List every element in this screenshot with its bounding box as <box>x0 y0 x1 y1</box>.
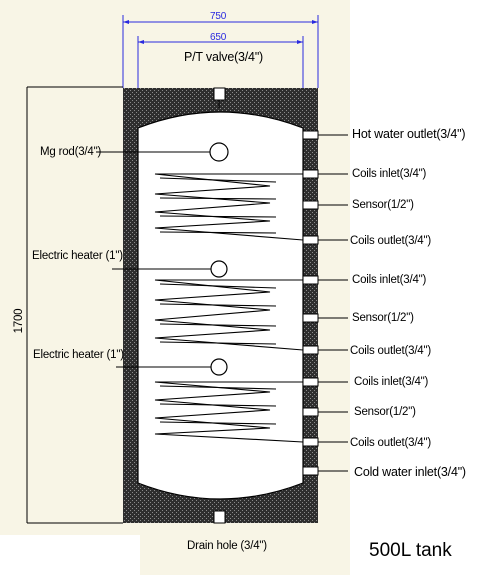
coil-2 <box>154 279 304 351</box>
hot-water-outlet-label: Hot water outlet(3/4") <box>352 127 466 141</box>
sensor-3-label: Sensor(1/2") <box>354 406 416 418</box>
pt-valve-fitting <box>213 87 226 101</box>
right-fittings <box>302 130 319 476</box>
coils-outlet-1-label: Coils outlet(3/4") <box>350 235 432 247</box>
pt-valve-label: P/T valve(3/4") <box>184 50 264 64</box>
dimension-1700-line <box>26 86 123 524</box>
dimension-lines <box>122 15 319 88</box>
coils-outlet-3-label: Coils outlet(3/4") <box>350 437 432 449</box>
coil-1 <box>154 173 304 241</box>
sensor-1-label: Sensor(1/2") <box>352 199 414 211</box>
electric-heater-1-label: Electric heater (1") <box>32 250 123 262</box>
coil-3 <box>154 381 304 443</box>
cold-water-inlet-label: Cold water inlet(3/4") <box>354 465 466 479</box>
tank-caption: 500L tank <box>369 540 452 561</box>
mg-rod-port <box>209 142 229 162</box>
electric-heater-2-label: Electric heater (1") <box>33 349 124 361</box>
coils-inlet-3-label: Coils inlet(3/4") <box>354 376 429 388</box>
dimension-1700-label: 1700 <box>13 308 25 334</box>
coils-inlet-1-label: Coils inlet(3/4") <box>352 168 427 180</box>
drain-hole-label: Drain hole (3/4") <box>187 540 267 552</box>
drain-fitting <box>213 510 226 524</box>
drawing-background-cutout <box>0 535 140 575</box>
sensor-2-label: Sensor(1/2") <box>352 312 414 324</box>
dimension-650-label: 650 <box>210 32 227 43</box>
heater-2-port <box>210 358 228 376</box>
left-leaders <box>96 151 211 368</box>
heater-1-port <box>210 260 228 278</box>
mg-rod-label: Mg rod(3/4") <box>40 146 102 158</box>
coils-outlet-2-label: Coils outlet(3/4") <box>350 345 432 357</box>
right-leaders <box>318 134 348 472</box>
dimension-750-label: 750 <box>210 11 227 22</box>
coils-inlet-2-label: Coils inlet(3/4") <box>352 274 427 286</box>
